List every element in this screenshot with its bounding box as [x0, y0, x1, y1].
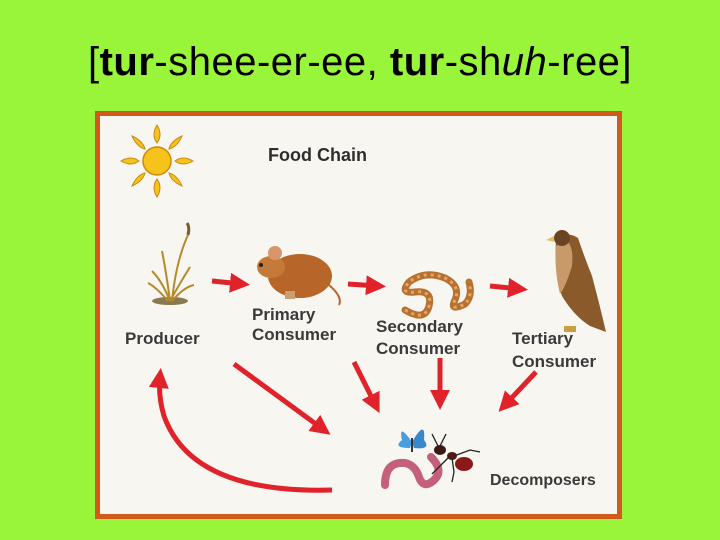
label-decomposers: Decomposers	[490, 472, 596, 489]
arrow-secondary-to-decomposers-left	[351, 360, 380, 414]
butterfly-icon	[398, 429, 427, 452]
arrow-tertiary-to-decomposers	[498, 370, 538, 412]
diagram-canvas	[120, 124, 606, 493]
snake-icon	[401, 271, 474, 319]
label-secondary-line1: Secondary	[376, 317, 463, 336]
arrow-producer-to-primary	[211, 272, 250, 293]
arrow-primary-to-decomposers	[232, 361, 331, 435]
label-primary-line2: Consumer	[252, 325, 337, 344]
sun-icon	[120, 124, 194, 198]
arrow-secondary-to-tertiary	[489, 277, 528, 298]
diagram-frame: Food Chain Producer Primary Consumer Sec…	[95, 111, 622, 519]
label-tertiary-line1: Tertiary	[512, 329, 574, 348]
food-chain-diagram: Food Chain Producer Primary Consumer Sec…	[100, 116, 617, 514]
title-part-bold: tur	[99, 40, 155, 84]
title-part: -sh	[444, 40, 502, 84]
label-primary-line1: Primary	[252, 305, 316, 324]
title-part: [	[87, 40, 100, 84]
hawk-icon	[546, 230, 606, 332]
title-part-italic: uh	[501, 40, 548, 84]
worm-icon	[381, 453, 443, 489]
label-tertiary-line2: Consumer	[512, 352, 597, 371]
ant-icon	[431, 433, 481, 483]
arrow-primary-to-secondary	[347, 275, 386, 296]
title-part: -ree]	[547, 40, 633, 84]
grass-plant-icon	[147, 222, 195, 305]
title-part-bold: tur	[389, 40, 445, 84]
arrow-decomposers-to-producer	[148, 368, 333, 493]
label-producer: Producer	[125, 329, 200, 348]
title-part: -shee-er-ee,	[154, 40, 390, 84]
label-secondary-line2: Consumer	[376, 339, 461, 358]
slide-title: [tur-shee-er-ee, tur-shuh-ree]	[0, 40, 720, 85]
diagram-title: Food Chain	[268, 145, 367, 165]
mouse-icon	[257, 246, 341, 306]
